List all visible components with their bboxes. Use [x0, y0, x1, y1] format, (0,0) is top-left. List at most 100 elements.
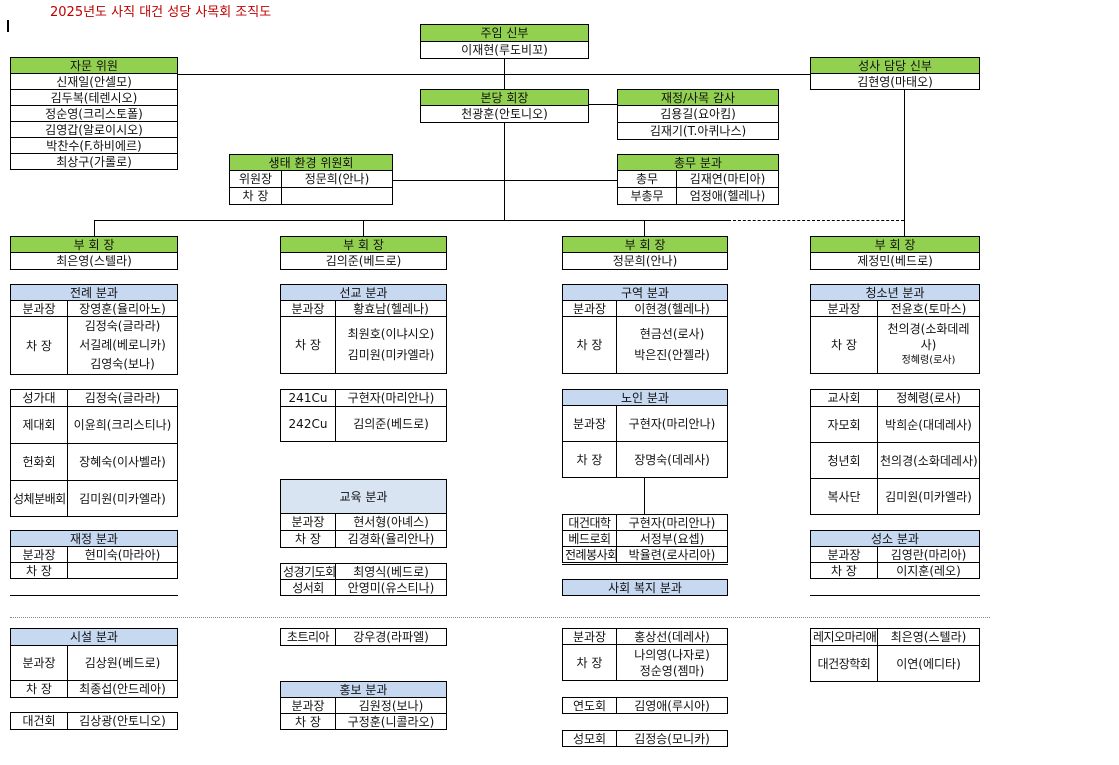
liturgy-deputy: 김정숙(글라라)	[84, 319, 161, 333]
group-name: 대건회	[10, 712, 68, 730]
youth-deputy: 정혜령(로사)	[901, 355, 956, 366]
priest-in-charge-title: 성사 담당 신부	[810, 57, 980, 74]
vice-chair-box: 부 회 장 정문희(안나)	[562, 236, 728, 270]
youth-deputy: 천의경(소화데레사)	[887, 322, 970, 352]
liturgy-deputy: 김영숙(보나)	[90, 357, 155, 371]
connector-line	[504, 180, 617, 181]
mission-deputy: 김미원(미카엘라)	[347, 348, 435, 362]
finance-name: 현미숙(마라아)	[67, 546, 178, 563]
district-deputy: 현금선(로사)	[639, 327, 705, 341]
pr-role: 차 장	[280, 713, 336, 730]
priest-in-charge-name: 김현영(마태오)	[810, 73, 980, 90]
connector-line	[589, 104, 617, 105]
education-title: 교육 분과	[280, 479, 447, 514]
liturgy-head-role: 분과장	[10, 300, 68, 317]
audit-member: 김재기(T.아퀴나스)	[617, 122, 779, 140]
eco-name	[281, 187, 393, 205]
group-name: 초트리아	[280, 628, 336, 646]
group-leader: 정혜령(로사)	[877, 389, 980, 407]
group-leader: 김정승(모니카)	[616, 730, 728, 747]
group-name: 242Cu	[280, 406, 336, 442]
finance-title: 재정 분과	[10, 530, 178, 547]
sanctity-title: 성소 분과	[810, 530, 980, 547]
group-name: 성체분배회	[10, 480, 68, 517]
general-name: 엄정애(헬레나)	[676, 187, 779, 205]
chairman-title: 본당 회장	[420, 89, 589, 106]
chairman-name: 천광훈(안토니오)	[420, 105, 589, 123]
group-leader: 김의준(베드로)	[335, 406, 447, 442]
group-name: 성경기도회	[280, 563, 336, 580]
youth-head: 전윤호(토마스)	[877, 300, 980, 317]
facility-role: 차 장	[10, 680, 68, 698]
group-name: 레지오마리애	[810, 628, 878, 646]
vice-chair-name: 최은영(스텔라)	[10, 252, 178, 270]
group-leader: 구현자(마리안나)	[616, 514, 728, 531]
advisors-title: 자문 위원	[10, 57, 178, 74]
sanctity-name: 이지훈(레오)	[877, 562, 980, 579]
group-name: 대건대학	[562, 514, 617, 531]
youth-deputies: 천의경(소화데레사) 정혜령(로사)	[877, 316, 980, 374]
youth-head-role: 분과장	[810, 300, 878, 317]
vice-chair-name: 정문희(안나)	[562, 252, 728, 270]
eco-name: 정문희(안나)	[281, 170, 393, 188]
audit-title: 재정/사목 감사	[617, 89, 779, 106]
group-name: 복사단	[810, 478, 878, 515]
education-role: 분과장	[280, 513, 336, 531]
text-cursor	[7, 20, 9, 32]
elderly-role: 분과장	[562, 405, 617, 442]
pr-role: 분과장	[280, 697, 336, 714]
advisor-member: 김영갑(알로이시오)	[10, 121, 178, 138]
advisor-member: 신재일(안셀모)	[10, 73, 178, 90]
group-leader: 김상광(안토니오)	[67, 712, 178, 730]
advisor-member: 박찬수(F.하비에르)	[10, 137, 178, 154]
connector-line	[644, 478, 645, 514]
group-name: 전례봉사회	[562, 546, 617, 563]
district-head-role: 분과장	[562, 300, 617, 317]
general-role: 부총무	[617, 187, 677, 205]
group-name: 연도회	[562, 697, 617, 714]
advisor-member: 김두복(테렌시오)	[10, 89, 178, 106]
group-leader: 구현자(마리안나)	[335, 389, 447, 407]
group-name: 베드로회	[562, 530, 617, 547]
elderly-name: 장명숙(데레사)	[616, 441, 728, 478]
liturgy-deputies: 김정숙(글라라) 서길례(베로니카) 김영숙(보나)	[67, 316, 178, 375]
advisor-member: 정순영(크리스토폴)	[10, 105, 178, 122]
group-name: 성가대	[10, 389, 68, 407]
district-deputies: 현금선(로사) 박은진(안젤라)	[616, 316, 728, 374]
audit-box: 재정/사목 감사 김용길(요아킴) 김재기(T.아퀴나스)	[617, 89, 779, 140]
welfare-deputy: 정순영(젬마)	[639, 663, 705, 678]
group-name: 자모회	[810, 406, 878, 443]
mission-head: 황효남(헬레나)	[335, 300, 447, 317]
education-name: 현서형(아녜스)	[335, 513, 447, 531]
page-title: 2025년도 사직 대건 성당 사목회 조직도	[50, 5, 272, 20]
audit-member: 김용길(요아킴)	[617, 105, 779, 123]
pastor-name: 이재현(루도비꼬)	[420, 41, 589, 59]
pr-name: 김원정(보나)	[335, 697, 447, 714]
group-leader: 장혜숙(이사벨라)	[67, 443, 178, 481]
pr-name: 구정훈(니콜라오)	[335, 713, 447, 730]
group-name: 성모회	[562, 730, 617, 747]
elderly-role: 차 장	[562, 441, 617, 478]
group-leader: 천의경(소화데레사)	[877, 442, 980, 479]
mission-deputy-role: 차 장	[280, 316, 336, 374]
pastor-title: 주임 신부	[420, 24, 589, 42]
facility-name: 김상원(베드로)	[67, 645, 178, 681]
vice-chair-box: 부 회 장 제정민(베드로)	[810, 236, 980, 270]
connector-line	[904, 90, 905, 236]
connector-line	[363, 220, 364, 236]
sanctity-name: 김영란(마리아)	[877, 546, 980, 563]
finance-role: 분과장	[10, 546, 68, 563]
group-leader: 이연(에디타)	[877, 645, 980, 682]
